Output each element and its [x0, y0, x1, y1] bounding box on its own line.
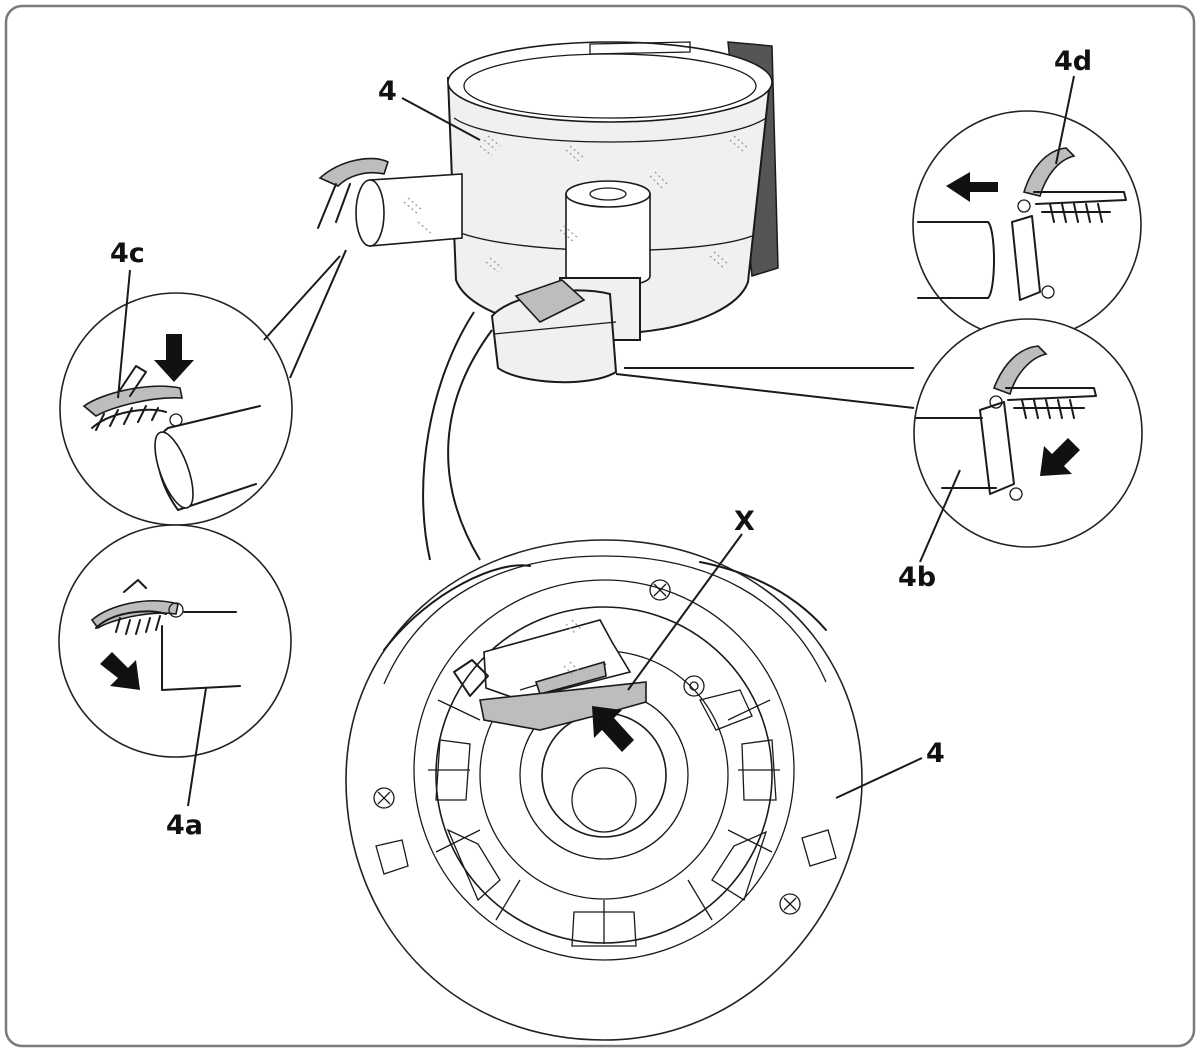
leader-4-bottom [835, 757, 923, 799]
leader-base-tank-1 [422, 311, 475, 561]
leader-4b [919, 469, 961, 563]
latch-detail-4b [915, 345, 1097, 501]
flap-detail-4a [90, 579, 241, 691]
leader-4d [1055, 75, 1075, 165]
arrow-left-icon [946, 172, 998, 202]
detail-circle-4d [912, 110, 1142, 340]
leader-4a [187, 687, 207, 807]
leader-4c-tank-2 [289, 249, 347, 379]
arrow-down-right-icon [100, 652, 140, 690]
arrow-up-left-icon [592, 706, 634, 752]
label-4a: 4a [166, 810, 203, 841]
diagram-frame [4, 4, 1196, 1048]
label-4-bottom: 4 [926, 738, 945, 769]
container-base-view [345, 539, 863, 1041]
leader-4-top [401, 97, 481, 141]
arrow-down-icon [154, 334, 194, 382]
label-4c: 4c [110, 238, 145, 269]
label-x: X [734, 506, 755, 537]
detail-circle-4a [58, 524, 292, 758]
label-4d: 4d [1054, 46, 1092, 77]
leader-base-tank-2 [447, 329, 493, 561]
dust-container [317, 41, 779, 384]
flap-detail-4c [82, 365, 261, 511]
leader-4b-tank-2 [615, 373, 915, 409]
leader-x [627, 533, 743, 691]
latch-detail-4d [917, 147, 1127, 301]
label-4b: 4b [898, 562, 936, 593]
detail-circle-4b [913, 318, 1143, 548]
leader-4c [117, 269, 131, 399]
leader-4c-tank-1 [263, 255, 341, 341]
arrow-down-left-icon [1040, 438, 1080, 476]
screw-icon [373, 579, 801, 915]
label-4-top: 4 [378, 76, 397, 107]
